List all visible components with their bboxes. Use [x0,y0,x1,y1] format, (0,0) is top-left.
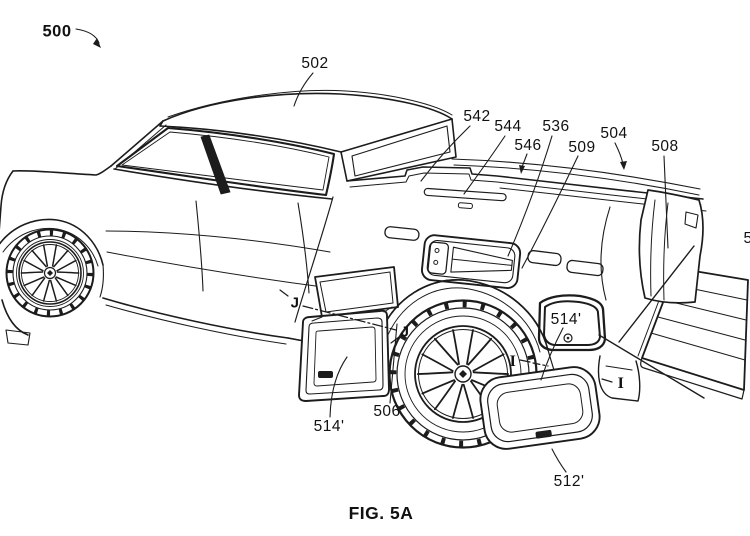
ref-label-514-left: 514' [314,418,345,436]
ref-label-536: 536 [542,118,569,136]
ref-label-506: 506 [373,403,400,421]
section-label-i-left: I [510,353,517,371]
ref-label-502: 502 [301,55,328,73]
front-wheel [7,230,94,317]
section-label-j-left: J [291,295,300,312]
figure-caption: FIG. 5A [349,503,414,524]
section-label-j-right: J [401,324,410,341]
ref-label-508: 508 [651,138,678,156]
ref-label-542: 542 [463,108,490,126]
ref-label-504: 504 [600,125,627,143]
gear-tunnel-door-left [299,307,392,401]
ref-label-500: 500 [42,23,71,42]
ref-label-546: 546 [514,137,541,155]
ref-label-514-right: 514' [551,311,582,329]
ref-label-544: 544 [494,118,521,136]
section-label-i-right: I [618,375,625,393]
ref-label-5-partial: 5 [743,230,750,248]
ref-label-509: 509 [568,139,595,157]
storage-door-right [478,364,603,451]
ref-label-512: 512' [554,473,585,491]
